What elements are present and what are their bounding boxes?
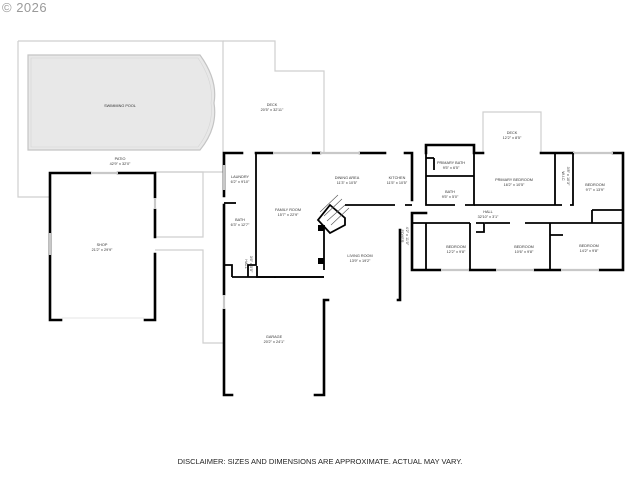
room-size-living: 13'9" x 19'2" [350, 259, 371, 263]
room-label-foyer: FOYER [400, 229, 404, 242]
room-label-bedroom-3: BEDROOM [579, 244, 599, 248]
room-label-shop: SHOP [97, 243, 108, 247]
room-size-bedroom-1: 12'2" x 9'8" [447, 250, 466, 254]
room-label-primary-bath: PRIMARY BATH [437, 161, 465, 165]
room-size-bath: 6'3" x 12'7" [231, 223, 250, 227]
room-label-kitchen: KITCHEN [389, 176, 406, 180]
room-label-deck-right: DECK [507, 131, 518, 135]
room-label-hall: HALL [244, 259, 248, 269]
room-size-wic: 3'8" x 10'3" [566, 167, 570, 186]
room-label-bedroom-2: BEDROOM [514, 245, 534, 249]
room-label-garage: GARAGE [266, 335, 283, 339]
fireplace-stairs [319, 194, 350, 226]
room-size-foyer: 4'2" x 11'0" [405, 227, 409, 246]
room-size-hall: 3'6" x 5'5" [249, 256, 253, 273]
room-size-primary-bedroom: 16'2" x 10'5" [504, 183, 525, 187]
room-size-patio: 42'9" x 32'0" [110, 162, 131, 166]
room-size-hall-right: 32'10" x 3'1" [478, 215, 499, 219]
room-size-dining: 11'3" x 10'5" [337, 181, 358, 185]
room-size-bedroom-2: 10'6" x 9'8" [515, 250, 534, 254]
room-size-laundry: 6'2" x 9'10" [231, 180, 250, 184]
outdoor-outlines [17, 40, 542, 344]
room-size-kitchen: 11'5" x 10'5" [387, 181, 408, 185]
room-label-bath: BATH [235, 218, 245, 222]
room-label-deck: DECK [267, 103, 278, 107]
room-label-primary-bedroom: PRIMARY BEDROOM [495, 178, 533, 182]
room-size-deck: 20'5" x 32'11" [261, 108, 284, 112]
room-label-bath-right: BATH [445, 190, 455, 194]
room-size-garage: 20'2" x 24'1" [264, 340, 285, 344]
room-label-wic: W.I.C [561, 171, 565, 181]
room-size-bath-right: 9'5" x 5'0" [442, 195, 459, 199]
room-label-patio: PATIO [115, 157, 126, 161]
house-walls [222, 143, 625, 397]
room-size-primary-bath: 9'5" x 6'5" [443, 166, 460, 170]
room-label-pool: SWIMMING POOL [104, 104, 136, 108]
room-size-bedroom-ne: 9'7" x 13'9" [586, 188, 605, 192]
interior-walls [224, 153, 623, 278]
room-label-bedroom-1: BEDROOM [446, 245, 466, 249]
room-size-shop: 21'2" x 29'9" [92, 248, 113, 252]
disclaimer-text: DISCLAIMER: SIZES AND DIMENSIONS ARE APP… [177, 457, 463, 466]
room-label-laundry: LAUNDRY [231, 175, 250, 179]
room-label-hall-right: HALL [483, 210, 493, 214]
room-size-family-room: 15'7" x 22'9" [278, 213, 299, 217]
copyright-watermark: © 2026 [2, 0, 48, 15]
room-size-bedroom-3: 14'2" x 9'8" [580, 249, 599, 253]
room-size-deck-right: 12'2" x 8'5" [503, 136, 522, 140]
swimming-pool [27, 54, 216, 151]
room-label-bedroom-ne: BEDROOM [585, 183, 605, 187]
room-label-family-room: FAMILY ROOM [275, 208, 301, 212]
shop-walls [48, 171, 157, 322]
room-label-living: LIVING ROOM [347, 254, 372, 258]
room-label-dining: DINING AREA [335, 176, 360, 180]
